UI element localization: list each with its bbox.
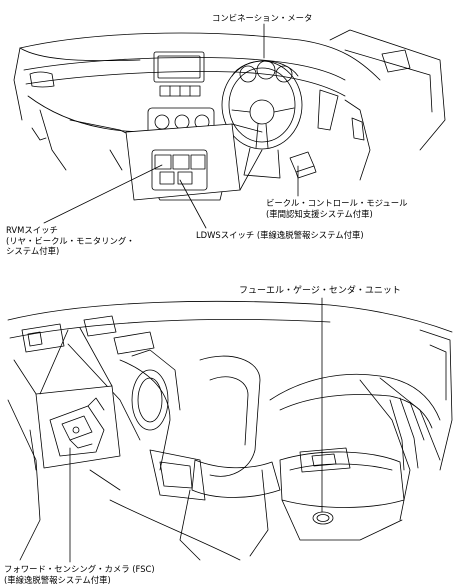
- fuel-gauge-sender-label: フューエル・ゲージ・センダ・ユニット: [239, 286, 401, 297]
- interior-illustration: [7, 300, 453, 561]
- dashboard-illustration: [13, 29, 446, 201]
- leader-lines-top: [43, 23, 299, 229]
- bcm-text-line1: ビークル・コントロール・モジュール: [266, 198, 408, 208]
- rvm-switch-label: RVMスイッチ (リヤ・ビークル・モニタリング・ システム付車): [6, 225, 135, 257]
- combination-meter-label: コンビネーション・メータ: [212, 13, 312, 24]
- fsc-text-line2: (車線逸脱警報システム付車): [4, 574, 111, 585]
- combination-meter-text: コンビネーション・メータ: [212, 13, 313, 23]
- bcm-label: ビークル・コントロール・モジュール (車間認知支援システム付車): [266, 198, 408, 219]
- ldws-text: LDWSスイッチ (車線逸脱警報システム付車): [196, 230, 364, 240]
- bcm-text-line2: (車間認知支援システム付車): [266, 208, 373, 219]
- fsc-label: フォワード・センシング・カメラ (FSC) (車線逸脱警報システム付車): [4, 564, 155, 585]
- rvm-text-line1: RVMスイッチ: [6, 225, 58, 235]
- ldws-switch-label: LDWSスイッチ (車線逸脱警報システム付車): [196, 230, 364, 241]
- fsc-text-line1: フォワード・センシング・カメラ (FSC): [4, 564, 155, 574]
- rvm-text-line2: (リヤ・ビークル・モニタリング・: [6, 235, 135, 246]
- rvm-text-line3: システム付車): [6, 246, 60, 256]
- fuel-gauge-sender-text: フューエル・ゲージ・センダ・ユニット: [239, 286, 401, 296]
- leader-lines-bottom: [69, 297, 323, 563]
